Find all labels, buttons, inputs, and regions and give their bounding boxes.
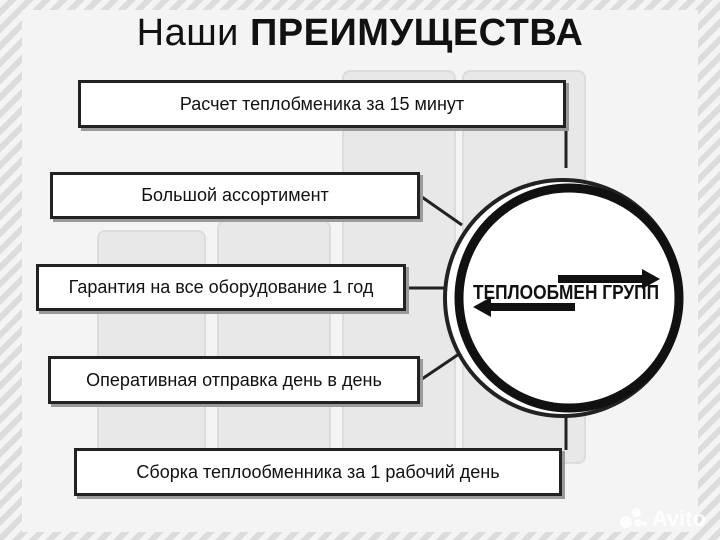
advantage-text-1: Расчет теплобменика за 15 минут xyxy=(179,93,465,114)
avito-watermark: Avito xyxy=(619,506,706,532)
company-logo: ТЕПЛООБМЕН ГРУПП xyxy=(440,175,686,421)
logo-text: ТЕПЛООБМЕН ГРУПП xyxy=(473,282,659,304)
advantage-text-4: Оперативная отправка день в день xyxy=(86,369,382,390)
advantage-box-4: Оперативная отправка день в день xyxy=(48,356,420,404)
avito-watermark-text: Avito xyxy=(651,506,706,531)
advantage-text-5: Сборка теплообменника за 1 рабочий день xyxy=(136,461,500,482)
avito-logo-icon xyxy=(619,508,648,530)
arrow-left-icon xyxy=(473,297,575,317)
product-photo-ghost xyxy=(217,220,331,464)
title-regular: Наши xyxy=(136,12,239,54)
advantage-box-5: Сборка теплообменника за 1 рабочий день xyxy=(74,448,562,496)
advantage-box-3: Гарантия на все оборудование 1 год xyxy=(36,264,406,311)
advantage-box-1: Расчет теплобменика за 15 минут xyxy=(78,80,566,128)
advantage-text-2: Большой ассортимент xyxy=(141,185,329,205)
arrow-right-icon xyxy=(558,269,660,289)
advantage-text-3: Гарантия на все оборудование 1 год xyxy=(68,277,374,297)
page-title: Наши ПРЕИМУЩЕСТВА xyxy=(0,12,720,55)
title-bold: ПРЕИМУЩЕСТВА xyxy=(249,12,584,54)
advantage-box-2: Большой ассортимент xyxy=(50,172,420,219)
